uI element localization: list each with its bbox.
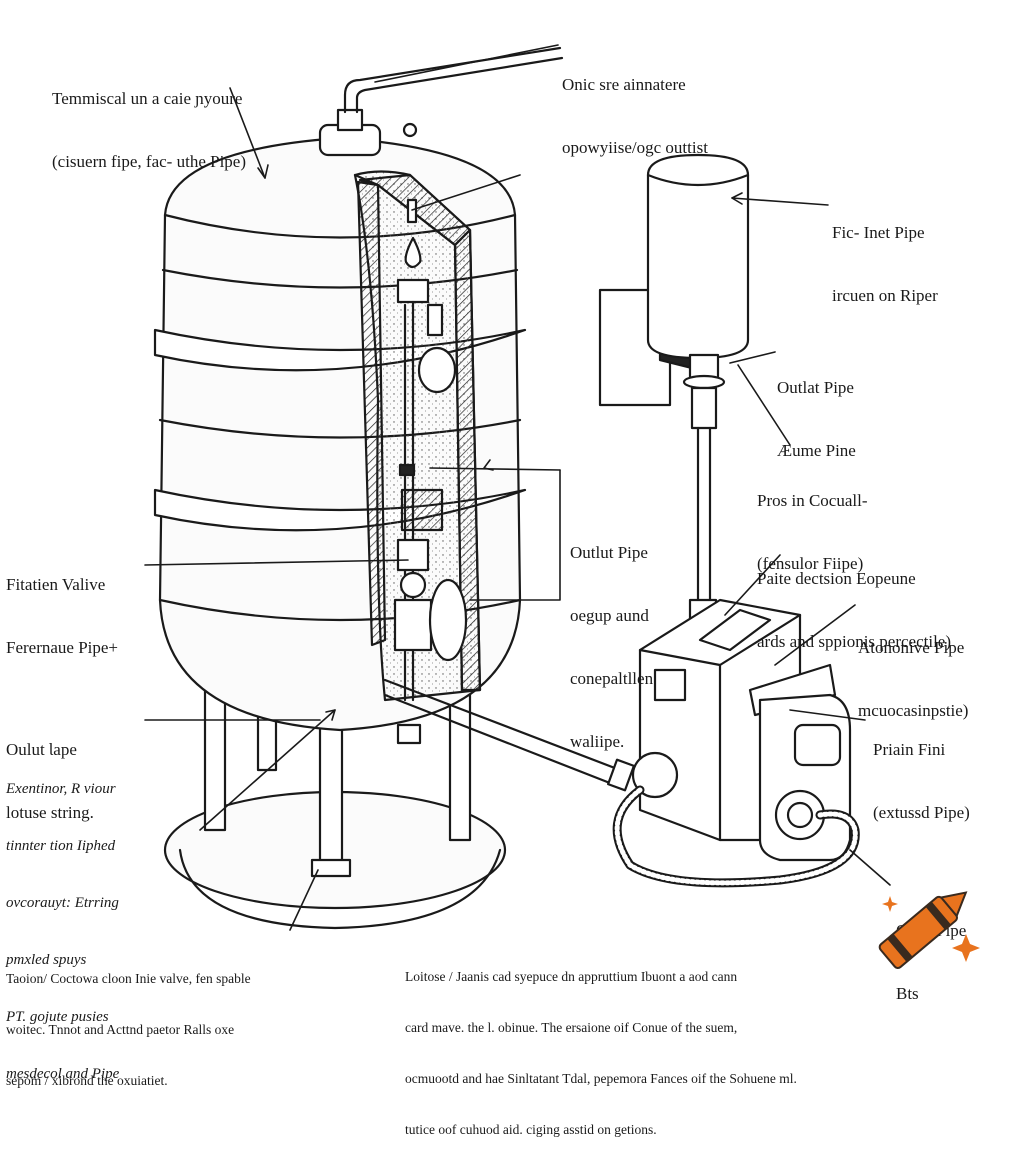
label-top-left: Temmiscal un a caie ɲyoure (cisuern fipe… <box>52 89 246 171</box>
label-pros: Pros in Cocuall- (fensulor Fiipe) <box>757 491 868 573</box>
label-priain: Priain Fini (extussd Pipe) <box>873 740 970 822</box>
footer-caption-left: Taoion/ Coctowa cloon Inie valve, fen sp… <box>6 971 251 1088</box>
label-atononive: Atononive Pipe mcuocasinpstie) <box>858 638 969 720</box>
top-pipe <box>343 46 562 114</box>
label-outlut-center: Outlut Pipe oegup aund conepaltllen wali… <box>570 543 654 751</box>
leader-lines <box>144 44 891 931</box>
label-paite: Paite dectsion Eopeune ards and sppionis… <box>757 569 952 651</box>
label-inlet-pipe: Fic- Inet Pipe ircuen on Riper <box>832 223 938 305</box>
pump-unit <box>631 598 852 862</box>
label-outlat-pipe: Outlat Pipe Æume Pine <box>777 378 856 460</box>
crayon-logo-icon <box>878 891 980 969</box>
outlet-pipe <box>383 678 622 787</box>
footer-caption-right: Loitose / Jaanis cad syepuce dn apprutti… <box>405 969 797 1137</box>
tank-pump-diagram <box>144 44 891 931</box>
label-oulut-left: Oulut Ɩape lotuse string. <box>6 740 94 822</box>
sparkle-icon <box>952 934 980 962</box>
label-top-right: Onic sre ainnatere opowyiise/ogc outtist <box>562 75 708 157</box>
float-valve-mechanism <box>393 198 468 745</box>
label-fitation-valve: Fitatien Valive Ferernaue Pipe+ <box>6 575 119 657</box>
